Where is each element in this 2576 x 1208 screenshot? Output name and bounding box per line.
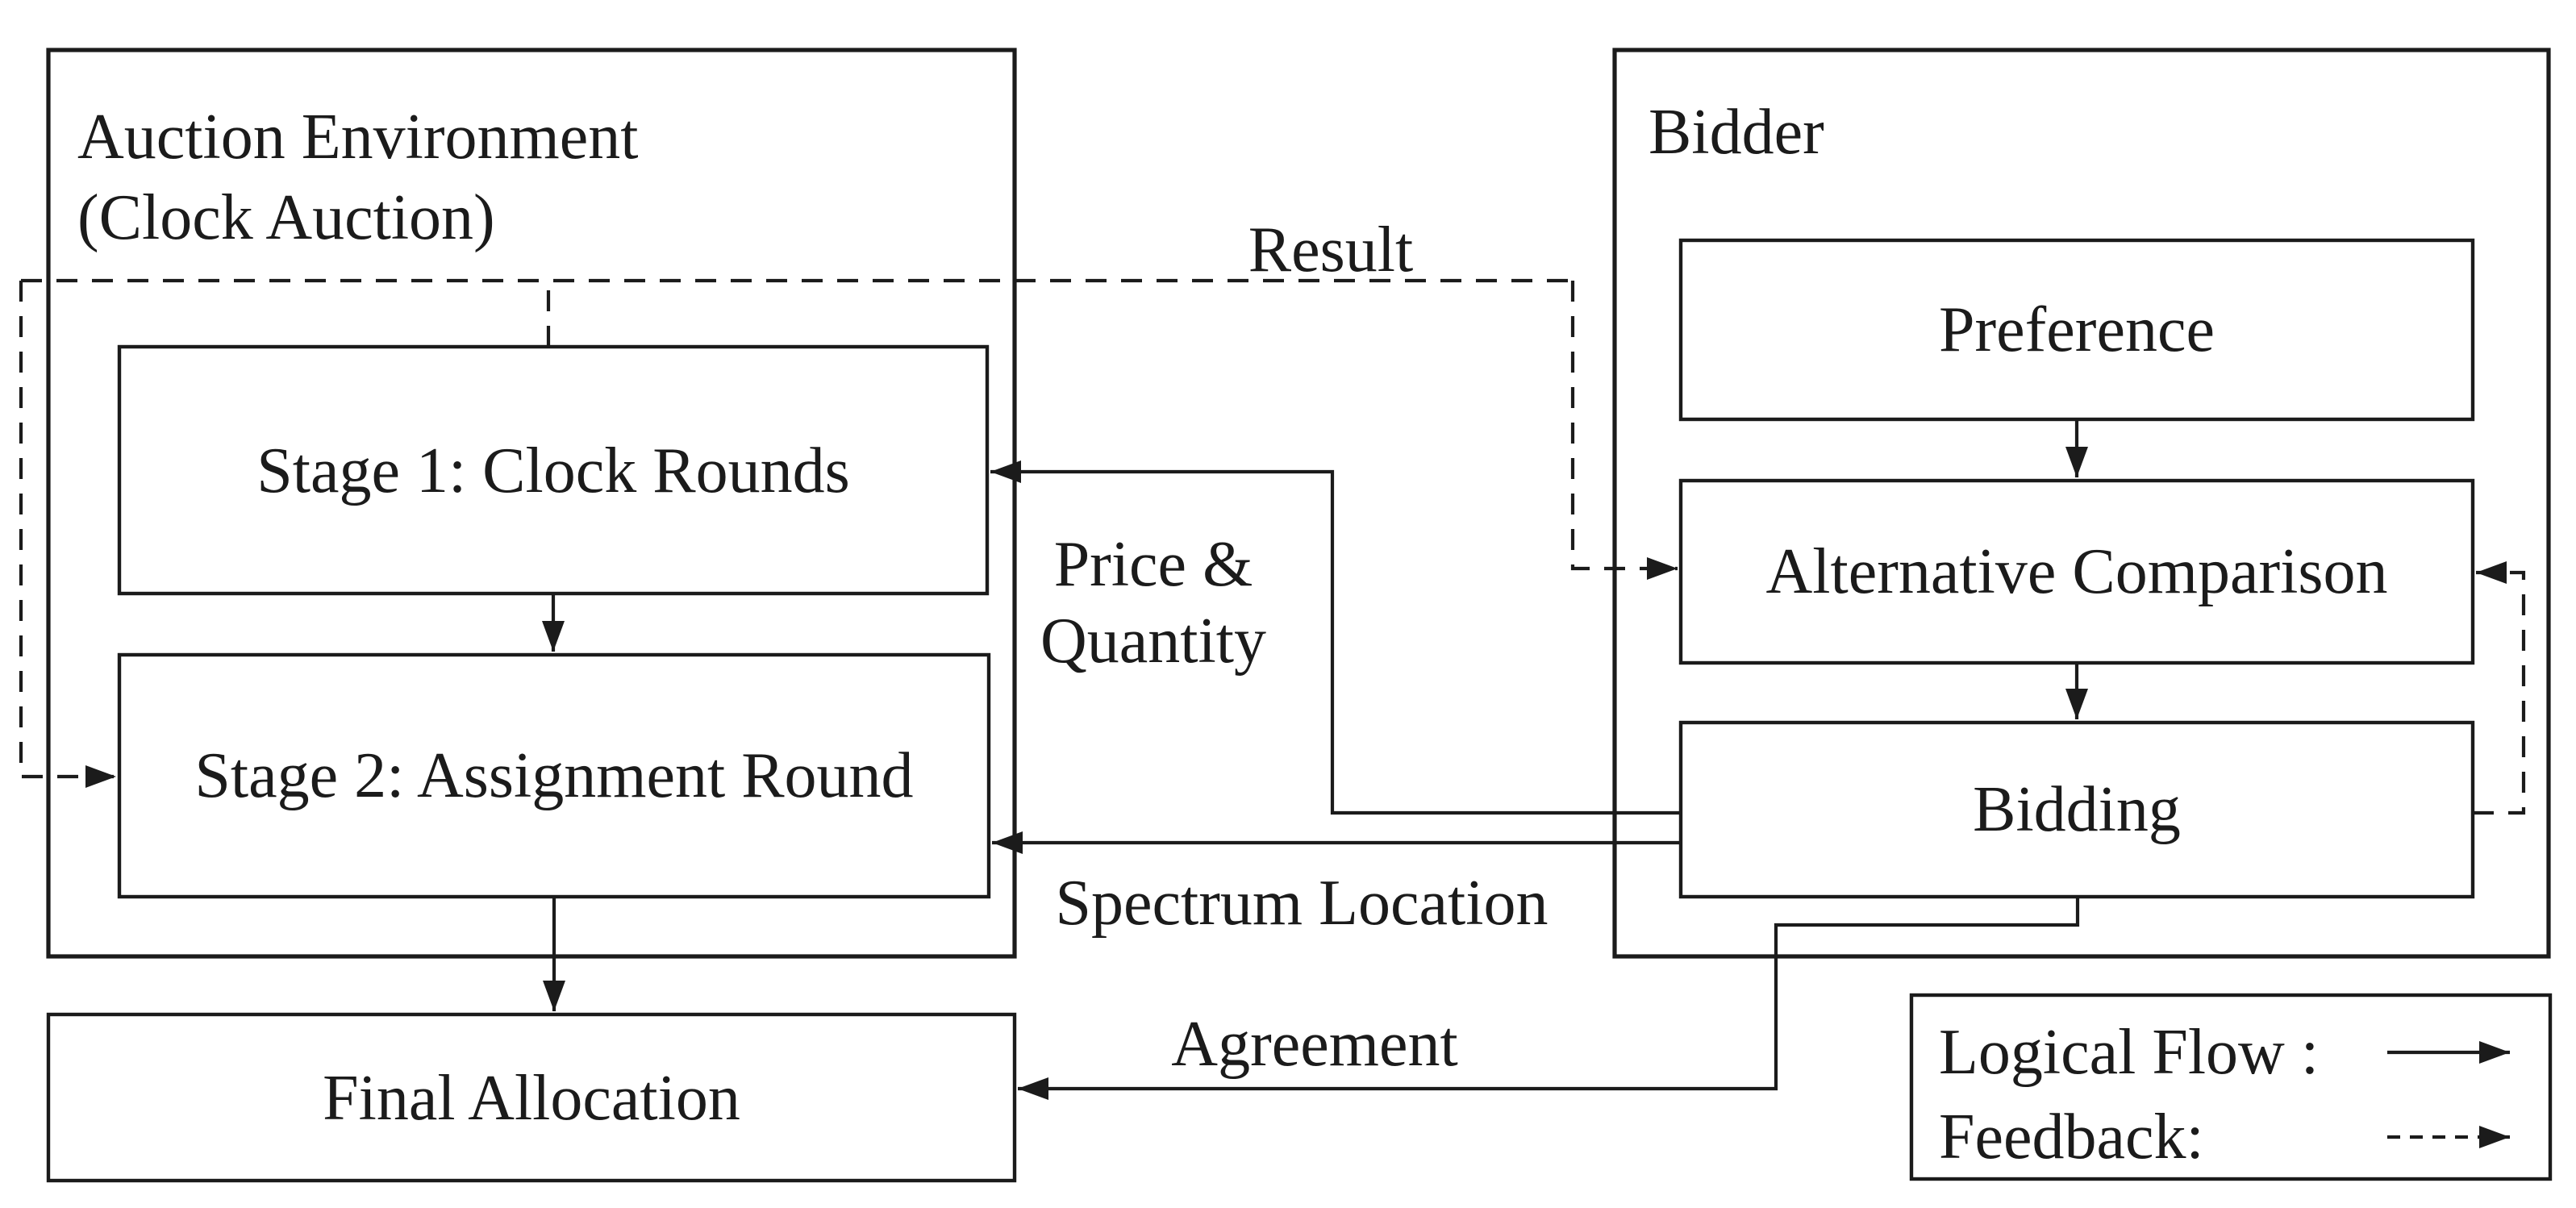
bidder-title: Bidder xyxy=(1649,97,1824,168)
legend-feedback-label: Feedback: xyxy=(1939,1102,2204,1173)
stage1-label: Stage 1: Clock Rounds xyxy=(256,435,850,506)
price-quantity-edge-label-line2: Quantity xyxy=(1040,606,1266,677)
final-allocation-label: Final Allocation xyxy=(323,1063,740,1134)
stage2-box xyxy=(117,652,991,899)
alternative-comparison-box xyxy=(1678,478,2475,665)
feedback-bidding-to-alternative-comparison xyxy=(2473,561,2526,815)
flow-bidding-to-final-allocation-agreement xyxy=(1018,897,2080,1100)
auction-environment-title-line2: (Clock Auction) xyxy=(77,182,495,253)
preference-label: Preference xyxy=(1939,294,2215,365)
bidding-label: Bidding xyxy=(1973,774,2181,845)
feedback-result-to-alternative-comparison xyxy=(1570,281,1678,580)
spectrum-location-edge-label: Spectrum Location xyxy=(1056,868,1549,939)
bidding-box xyxy=(1678,720,2475,899)
legend-logical-flow-label: Logical Flow : xyxy=(1939,1017,2319,1088)
flow-bidding-to-stage1-price-quantity xyxy=(990,460,1681,815)
bidder-container xyxy=(1612,48,2551,959)
result-edge-label: Result xyxy=(1248,215,1413,285)
final-allocation-box xyxy=(46,1012,1017,1183)
price-quantity-edge-label-line1: Price & xyxy=(1054,529,1253,600)
stage2-label: Stage 2: Assignment Round xyxy=(194,740,913,811)
preference-box xyxy=(1678,238,2475,422)
stage1-box xyxy=(117,344,990,596)
legend-box xyxy=(1909,993,2553,1181)
feedback-result-to-stage2 xyxy=(19,281,116,788)
auction-environment-title-line1: Auction Environment xyxy=(77,102,638,173)
agreement-edge-label: Agreement xyxy=(1171,1009,1457,1080)
auction-environment-container xyxy=(46,48,1017,959)
alternative-comparison-label: Alternative Comparison xyxy=(1766,536,2388,607)
